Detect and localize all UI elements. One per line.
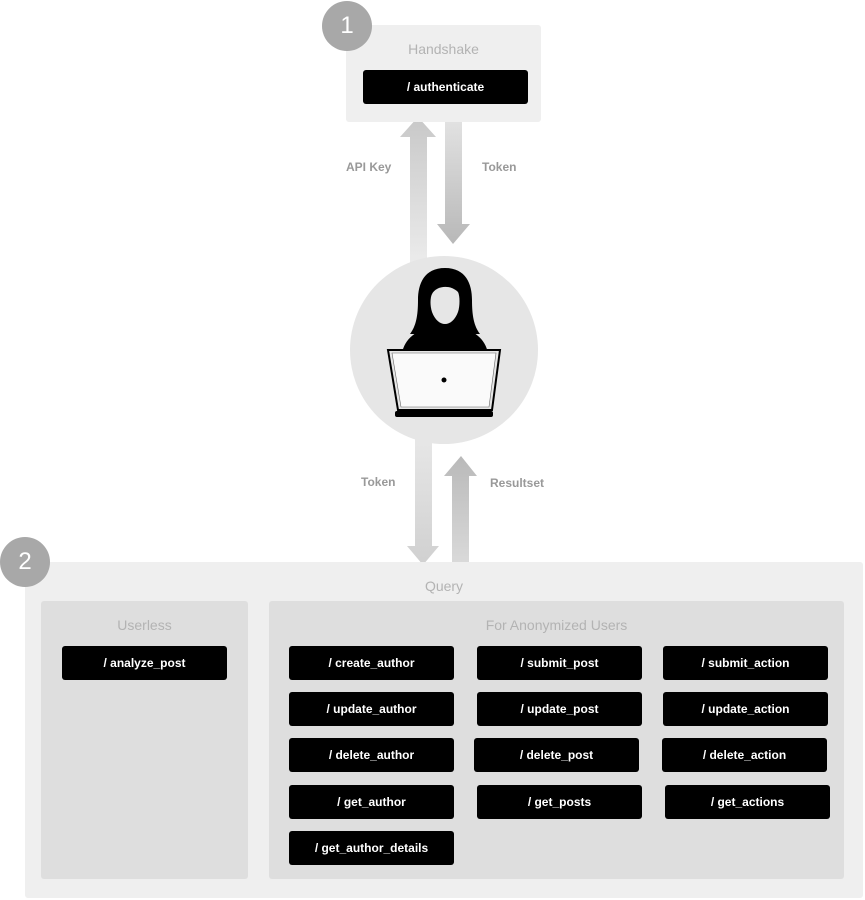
create-author-endpoint[interactable]: / create_author [289,646,454,680]
get-author-details-endpoint[interactable]: / get_author_details [289,831,454,865]
resultset-label: Resultset [490,476,545,490]
step-badge-1: 1 [322,1,372,51]
api-key-label: API Key [346,160,392,174]
userless-panel: Userless / analyze_post [41,601,248,879]
update-action-endpoint[interactable]: / update_action [663,692,828,726]
get-posts-endpoint[interactable]: / get_posts [477,785,642,819]
delete-author-endpoint[interactable]: / delete_author [289,738,454,772]
handshake-title: Handshake [408,41,479,57]
anonymized-users-title: For Anonymized Users [485,617,628,633]
handshake-panel: Handshake / authenticate [346,25,541,122]
delete-post-endpoint[interactable]: / delete_post [474,738,639,772]
query-title: Query [424,578,464,594]
token-to-query-arrow [407,432,439,565]
update-post-endpoint[interactable]: / update_post [477,692,642,726]
get-actions-endpoint[interactable]: / get_actions [665,785,830,819]
userless-title: Userless [117,617,172,633]
user-at-laptop-icon [386,268,502,417]
anonymized-users-panel: For Anonymized Users / create_author / u… [269,601,844,879]
submit-action-endpoint[interactable]: / submit_action [663,646,828,680]
update-author-endpoint[interactable]: / update_author [289,692,454,726]
get-author-endpoint[interactable]: / get_author [289,785,454,819]
authenticate-endpoint[interactable]: / authenticate [363,70,528,104]
delete-action-endpoint[interactable]: / delete_action [662,738,827,772]
analyze-post-endpoint[interactable]: / analyze_post [62,646,227,680]
token-up-label: Token [361,475,396,489]
token-down-label: Token [482,160,517,174]
resultset-arrow [444,456,477,565]
api-key-arrow [400,117,436,270]
step-badge-2: 2 [0,537,50,587]
token-down-arrow [437,120,470,244]
submit-post-endpoint[interactable]: / submit_post [477,646,642,680]
query-panel: Query Userless / analyze_post For Anonym… [25,562,863,898]
